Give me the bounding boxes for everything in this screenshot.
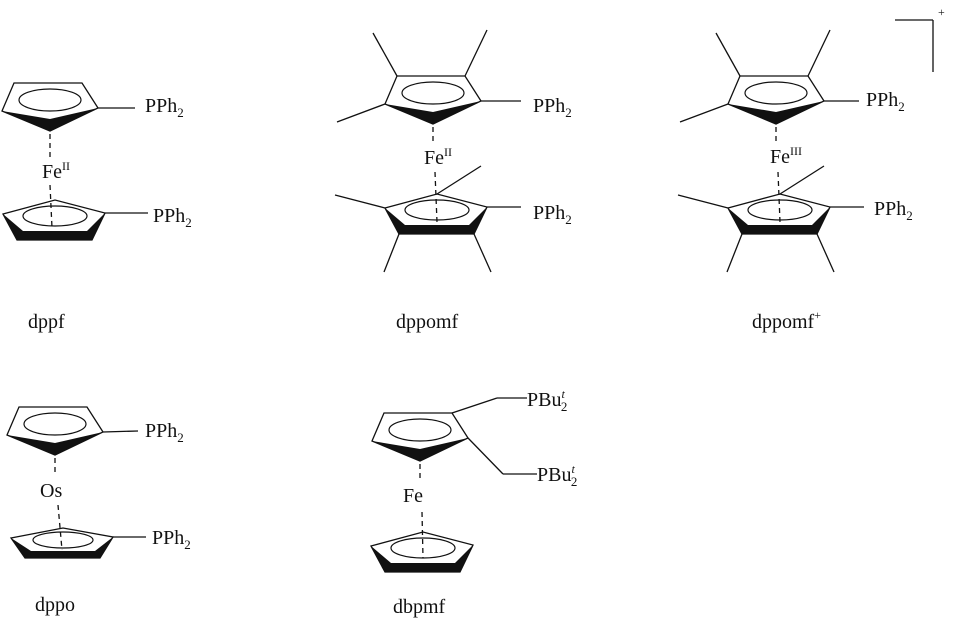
- methyl-bond: [473, 233, 492, 273]
- bond-line: [467, 437, 504, 475]
- metal-label: Os: [40, 480, 62, 502]
- methyl-bond: [464, 29, 488, 77]
- compound-label: dppomf+: [752, 308, 821, 333]
- cp-ring-wedge: [385, 207, 487, 234]
- substituent-label: PPh2: [153, 205, 192, 230]
- aromatic-circle: [23, 412, 87, 436]
- charge-label: +: [938, 5, 945, 19]
- aromatic-circle: [401, 81, 465, 105]
- metal-label: Fe: [403, 485, 423, 507]
- methyl-bond: [715, 32, 741, 77]
- cp-ring-wedge: [7, 432, 103, 455]
- bond-line: [102, 430, 139, 433]
- compound-label: dppf: [28, 311, 65, 333]
- substituent-label: PPh2: [533, 202, 572, 227]
- metal-ring-bond: [434, 171, 438, 223]
- compound-label: dbpmf: [393, 596, 446, 618]
- metal-ring-bond: [57, 504, 63, 551]
- aromatic-circle: [388, 418, 452, 442]
- cp-ring-wedge: [2, 108, 98, 131]
- methyl-bond: [679, 103, 729, 123]
- methyl-bond: [816, 233, 835, 273]
- substituent-label: PPh2: [145, 95, 184, 120]
- substituent-label: PPh2: [145, 420, 184, 445]
- cp-ring-wedge: [3, 213, 105, 240]
- methyl-bond: [383, 233, 400, 273]
- methyl-bond: [372, 32, 398, 77]
- aromatic-circle: [22, 205, 88, 227]
- metal-ring-bond: [421, 511, 424, 559]
- methyl-bond: [807, 29, 831, 77]
- metal-label: FeIII: [770, 144, 802, 168]
- aromatic-circle: [744, 81, 808, 105]
- metal-label: FeII: [42, 159, 70, 183]
- methyl-bond: [726, 233, 743, 273]
- bond-line: [451, 397, 498, 414]
- ring-structures: [1, 19, 934, 573]
- metal-label: FeII: [424, 145, 452, 169]
- cp-ring-wedge: [372, 438, 468, 461]
- metal-ring-bond: [49, 184, 53, 229]
- substituent-label: PPh2: [866, 89, 905, 114]
- cp-ring-wedge: [728, 101, 824, 124]
- cp-ring-wedge: [728, 207, 830, 234]
- cp-ring-wedge: [371, 545, 473, 572]
- substituent-label: PPh2: [533, 95, 572, 120]
- compound-label: dppo: [35, 594, 75, 616]
- methyl-bond: [436, 165, 482, 195]
- aromatic-circle: [32, 531, 94, 549]
- cp-ring-wedge: [11, 537, 113, 558]
- methyl-bond: [334, 194, 386, 209]
- methyl-bond: [779, 165, 825, 195]
- compound-label: dppomf: [396, 311, 459, 333]
- cp-ring-wedge: [385, 101, 481, 124]
- metal-ring-bond: [777, 171, 781, 223]
- substituent-label: PPh2: [874, 198, 913, 223]
- methyl-bond: [336, 103, 386, 123]
- substituent-label: PPh2: [152, 527, 191, 552]
- aromatic-circle: [18, 88, 82, 112]
- methyl-bond: [677, 194, 729, 209]
